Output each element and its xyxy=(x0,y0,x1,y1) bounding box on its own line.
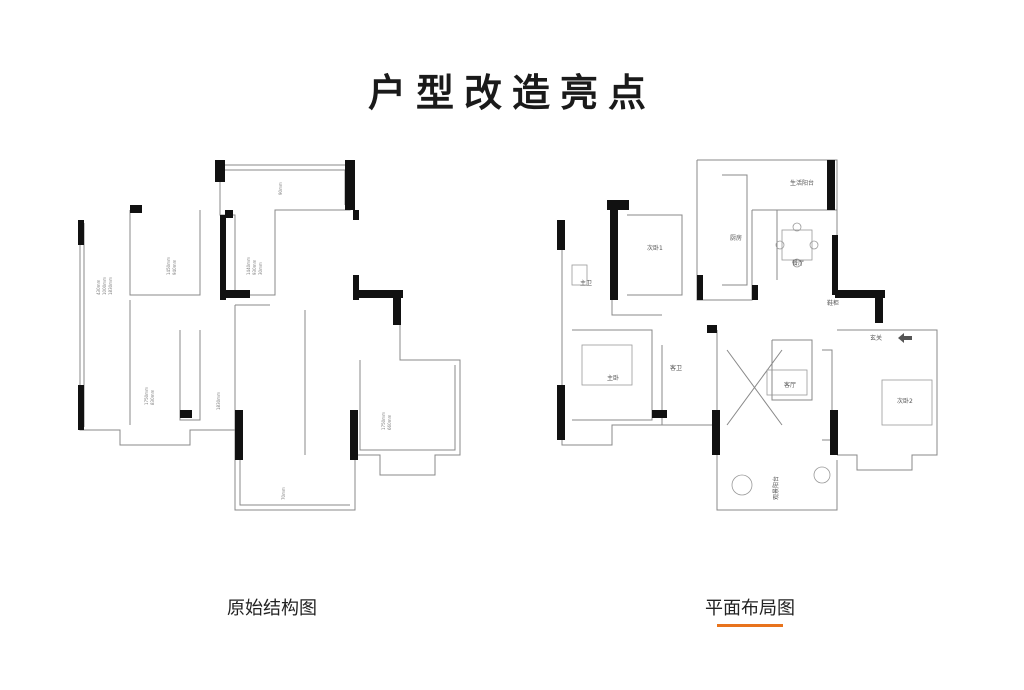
dim-label: 1450mm xyxy=(166,257,171,275)
room-label: 主卫 xyxy=(580,279,592,287)
room-label: 鞋柜 xyxy=(827,299,839,307)
room-label: 次卧1 xyxy=(647,244,663,252)
dim-label: 830mm xyxy=(150,389,155,405)
entrance-arrow-icon xyxy=(898,333,912,343)
dim-label: 930mm xyxy=(252,259,257,275)
dim-label: 430mm xyxy=(96,279,101,295)
dim-label: 1440mm xyxy=(246,257,251,275)
right-caption: 平面布局图 xyxy=(705,598,795,619)
dim-label: 1750mm xyxy=(144,387,149,405)
dim-label: 1750mm xyxy=(381,412,386,430)
dim-label: 1830mm xyxy=(216,392,221,410)
room-label: 次卧2 xyxy=(897,397,913,405)
dim-label: 30mm xyxy=(258,262,263,275)
room-label: 生活阳台 xyxy=(790,179,814,187)
page-title: 户型改造亮点 xyxy=(367,71,656,115)
dim-label: 70mm xyxy=(281,487,286,500)
room-label: 玄关 xyxy=(870,334,882,342)
room-label: 餐厅 xyxy=(792,259,804,267)
room-label: 客卫 xyxy=(670,364,682,372)
dim-label: 660mm xyxy=(387,414,392,430)
room-label: 主卧 xyxy=(607,374,619,382)
room-label: 厨房 xyxy=(730,234,742,242)
active-underline xyxy=(717,624,783,627)
room-label: 客厅 xyxy=(784,381,796,389)
original-floor-plan: 430mm 1000mm 1830mm 1450mm 940mm 1440mm … xyxy=(78,160,461,511)
layout-floor-plan: 主卫 次卧1 厨房 生活阳台 餐厅 鞋柜 玄关 主卧 客卫 客厅 次卧2 观景阳… xyxy=(557,159,938,511)
room-label: 观景阳台 xyxy=(772,476,780,500)
left-caption: 原始结构图 xyxy=(227,598,317,619)
dim-label: 1000mm xyxy=(102,277,107,295)
dim-label: 940mm xyxy=(172,259,177,275)
dim-label: 1830mm xyxy=(108,277,113,295)
dim-label: 90mm xyxy=(278,182,283,195)
